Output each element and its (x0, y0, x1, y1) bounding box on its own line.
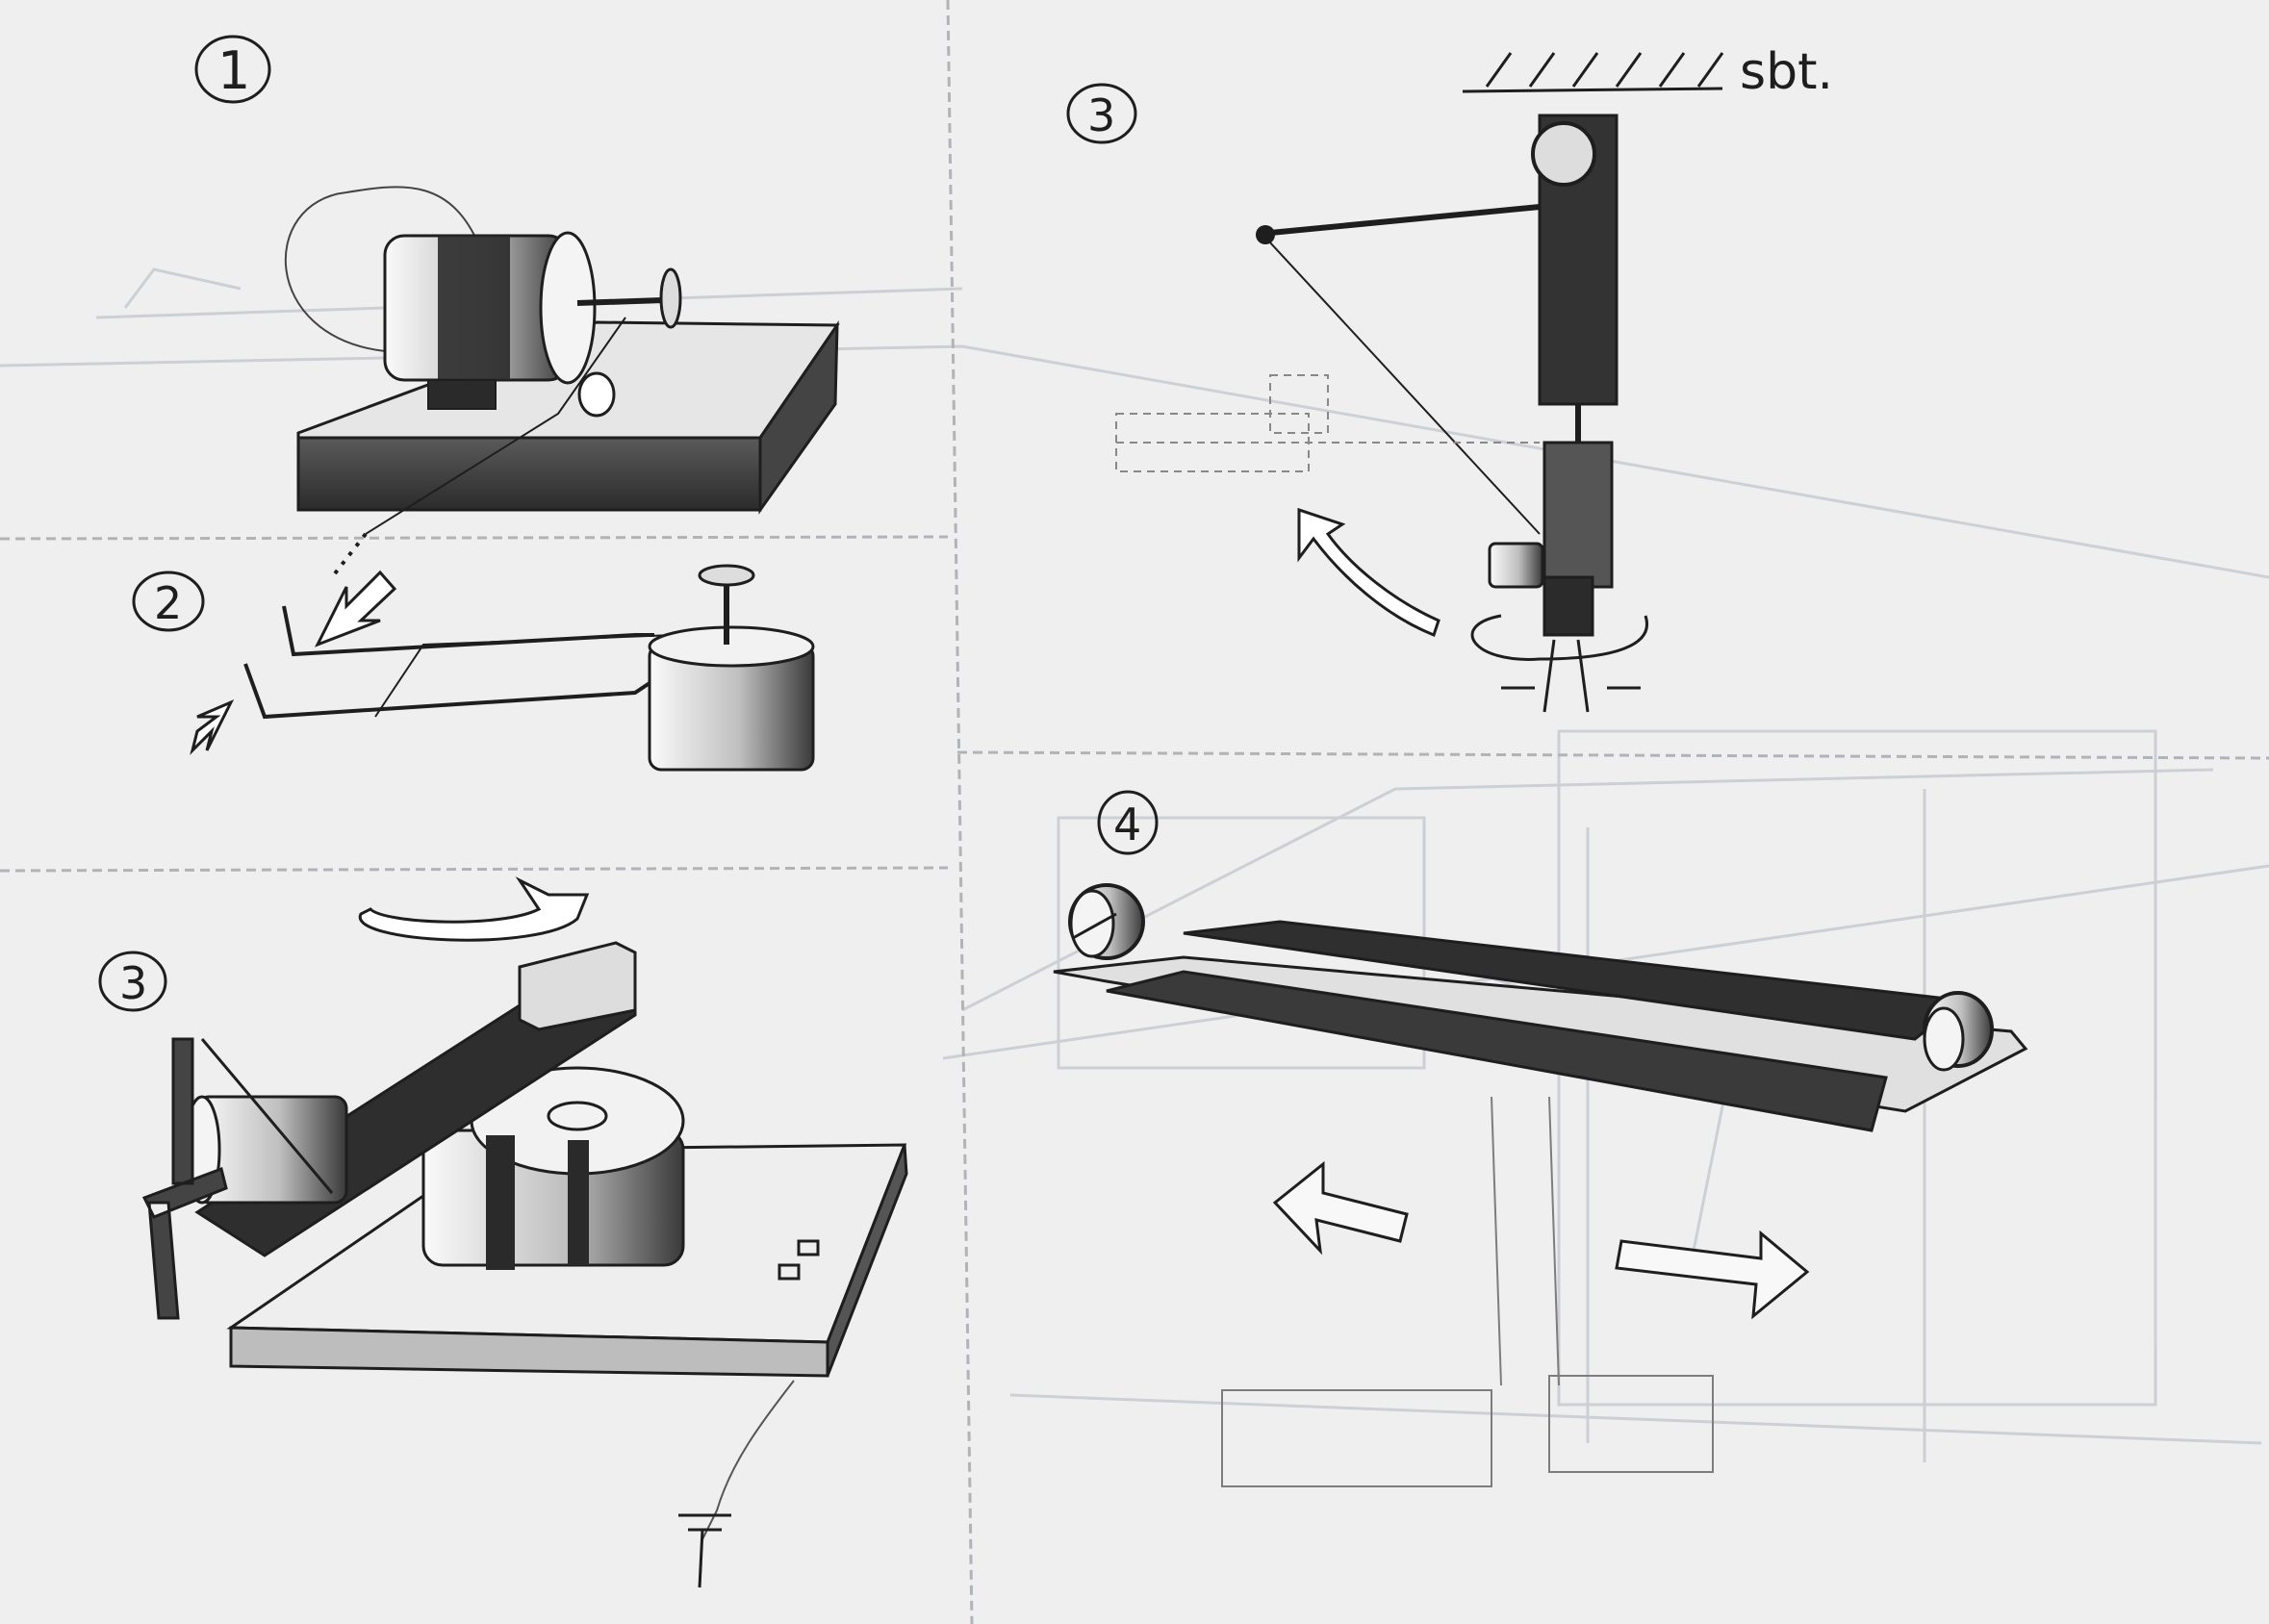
base-side (758, 319, 839, 515)
weight-top (648, 625, 815, 668)
assembly-base-side (826, 1144, 908, 1377)
arrow-up-right (190, 699, 235, 755)
side-arm (1269, 204, 1541, 236)
ground-symbol (678, 1513, 731, 1588)
ghost-arm (1115, 374, 1540, 472)
gripper-left (141, 1037, 228, 1320)
gripper-rod (200, 1038, 334, 1194)
shaft-knob (659, 267, 682, 329)
string-line (365, 317, 626, 535)
motor-shaft (576, 297, 665, 306)
turntable-hole (547, 1101, 608, 1131)
ceiling-label: sbt. (1740, 43, 1833, 101)
spool (577, 371, 616, 418)
cord (701, 1380, 795, 1540)
panel-1-number: 1 (194, 35, 271, 104)
panel-3a-number: 3 (98, 951, 167, 1012)
top-pulley (1531, 121, 1596, 187)
panel-4-rail-drawing: 4 (1053, 790, 2028, 1487)
right-wheel-face (1923, 1006, 1965, 1072)
nozzle (1542, 575, 1594, 637)
panel-1-label: 1 (217, 40, 250, 101)
panel-3b-hanging-arm: 3 sbt. (1066, 43, 1833, 713)
arrow-down-left (314, 570, 397, 647)
panel-3b-label: 3 (1087, 89, 1115, 141)
panel-3a-label: 3 (119, 957, 147, 1009)
turntable-band (486, 1135, 515, 1270)
panel-4-label: 4 (1113, 799, 1141, 850)
panel-2-tweezers-drawing: 2 (132, 564, 815, 772)
end-box (518, 941, 637, 1031)
base-front (296, 436, 762, 512)
ceiling-hatch (1462, 52, 1724, 93)
panel-2-label: 2 (154, 577, 182, 629)
left-wheel-axle (1072, 912, 1117, 940)
panel-1-motor-drawing: 1 (194, 35, 840, 579)
grip-prongs (1542, 639, 1590, 713)
support-wire (1267, 240, 1541, 535)
rail-lower (1106, 970, 1888, 1132)
panel-2-number: 2 (132, 571, 205, 632)
ghost-under-rail (1221, 1096, 1714, 1487)
small-motor (1488, 542, 1544, 589)
tweezer-wire (374, 634, 675, 718)
arrow-left (1272, 1160, 1409, 1256)
swing-arrow (1297, 507, 1440, 637)
panel-4-number: 4 (1097, 790, 1159, 855)
motor-band (438, 236, 510, 380)
nozzle-rotation-arrow (1470, 614, 1648, 661)
panel-3b-number: 3 (1066, 83, 1137, 144)
left-wheel-face (1069, 889, 1115, 958)
wire-loop (284, 186, 482, 352)
rotation-arrow (359, 876, 590, 942)
turntable-band-2 (568, 1140, 589, 1265)
motor-end (539, 231, 597, 385)
switch-icon-2 (778, 1263, 801, 1281)
weight-knob (698, 564, 755, 587)
motor-clamp (427, 379, 497, 410)
panel-3a-rotating-assembly: 3 (98, 876, 908, 1588)
hanging-column-lower (1542, 441, 1614, 589)
arrow-right (1615, 1230, 1810, 1320)
side-arm-pivot (1256, 225, 1275, 244)
tweezer-upper-arm (282, 605, 654, 657)
switch-icon-1 (797, 1239, 820, 1256)
